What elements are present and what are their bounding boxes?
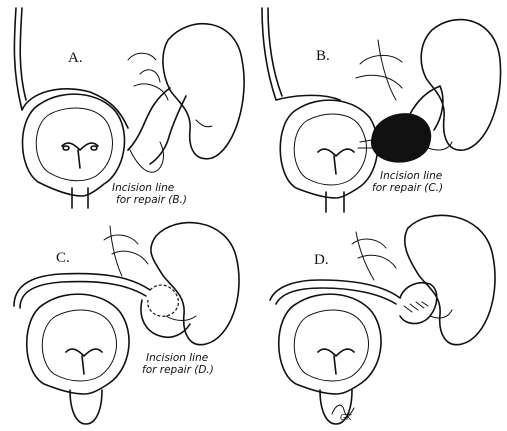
panel-a-label: A. [68,50,83,66]
panel-b-kidney [421,20,500,151]
panel-b-label: B. [316,48,330,64]
panel-b-bladder [280,100,377,198]
panel-a-note-line2: for repair (B.) [116,194,187,206]
panel-b-dilated-pelvis [371,114,430,162]
panel-d-kidney [405,215,495,344]
panel-c-label: C. [56,250,70,266]
panel-b-note-line2: for repair (C.) [372,182,443,194]
panel-c-note-line2: for repair (D.) [142,364,214,376]
panel-b-note-line1: Incision line [380,170,442,182]
panel-c-repair-dashed [148,285,179,316]
panel-a-kidney [163,24,244,159]
panel-c-note-line1: Incision line [146,352,208,364]
panel-c-ureter [14,274,150,306]
panel-a-note-line1: Incision line [112,182,174,194]
panel-c-kidney [151,223,239,345]
signature: GK [340,413,352,422]
panel-a [14,8,244,208]
panel-d [270,215,495,424]
panel-d-label: D. [314,252,329,268]
panel-a-ureter [14,8,128,128]
panel-c [14,223,239,424]
